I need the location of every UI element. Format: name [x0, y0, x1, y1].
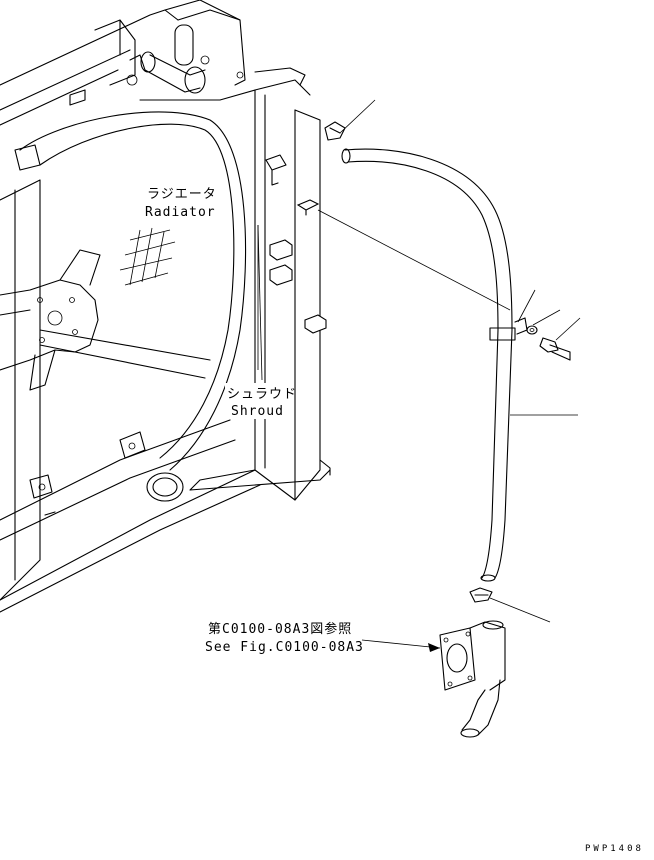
- outlet-elbow: [439, 620, 506, 738]
- overflow-hose: [341, 148, 528, 582]
- radiator-core-hatch: [119, 227, 176, 286]
- radiator-frame: [0, 9, 261, 613]
- hose-clip-top: [324, 121, 346, 141]
- drawing-code: PWP1408: [585, 844, 644, 854]
- top-bracket: [126, 0, 246, 94]
- reference-arrow: [428, 643, 440, 652]
- washer-bolt: [526, 325, 571, 361]
- shroud-label-bg: [225, 383, 287, 419]
- radiator-label-bg: [140, 182, 222, 220]
- reference-label-en: See Fig.C0100-08A3: [205, 640, 364, 655]
- shroud-label-jp: シュラウド: [227, 387, 297, 402]
- shroud: [19, 67, 331, 502]
- reference-label-jp: 第C0100-08A3図参照: [208, 621, 352, 637]
- radiator-label-jp: ラジエータ: [147, 187, 217, 202]
- radiator-label-en: Radiator: [145, 205, 216, 220]
- fan: [0, 249, 101, 391]
- leader-lines: [257, 99, 581, 649]
- hose-clip-bottom: [469, 587, 493, 603]
- shroud-label-en: Shroud: [231, 404, 284, 419]
